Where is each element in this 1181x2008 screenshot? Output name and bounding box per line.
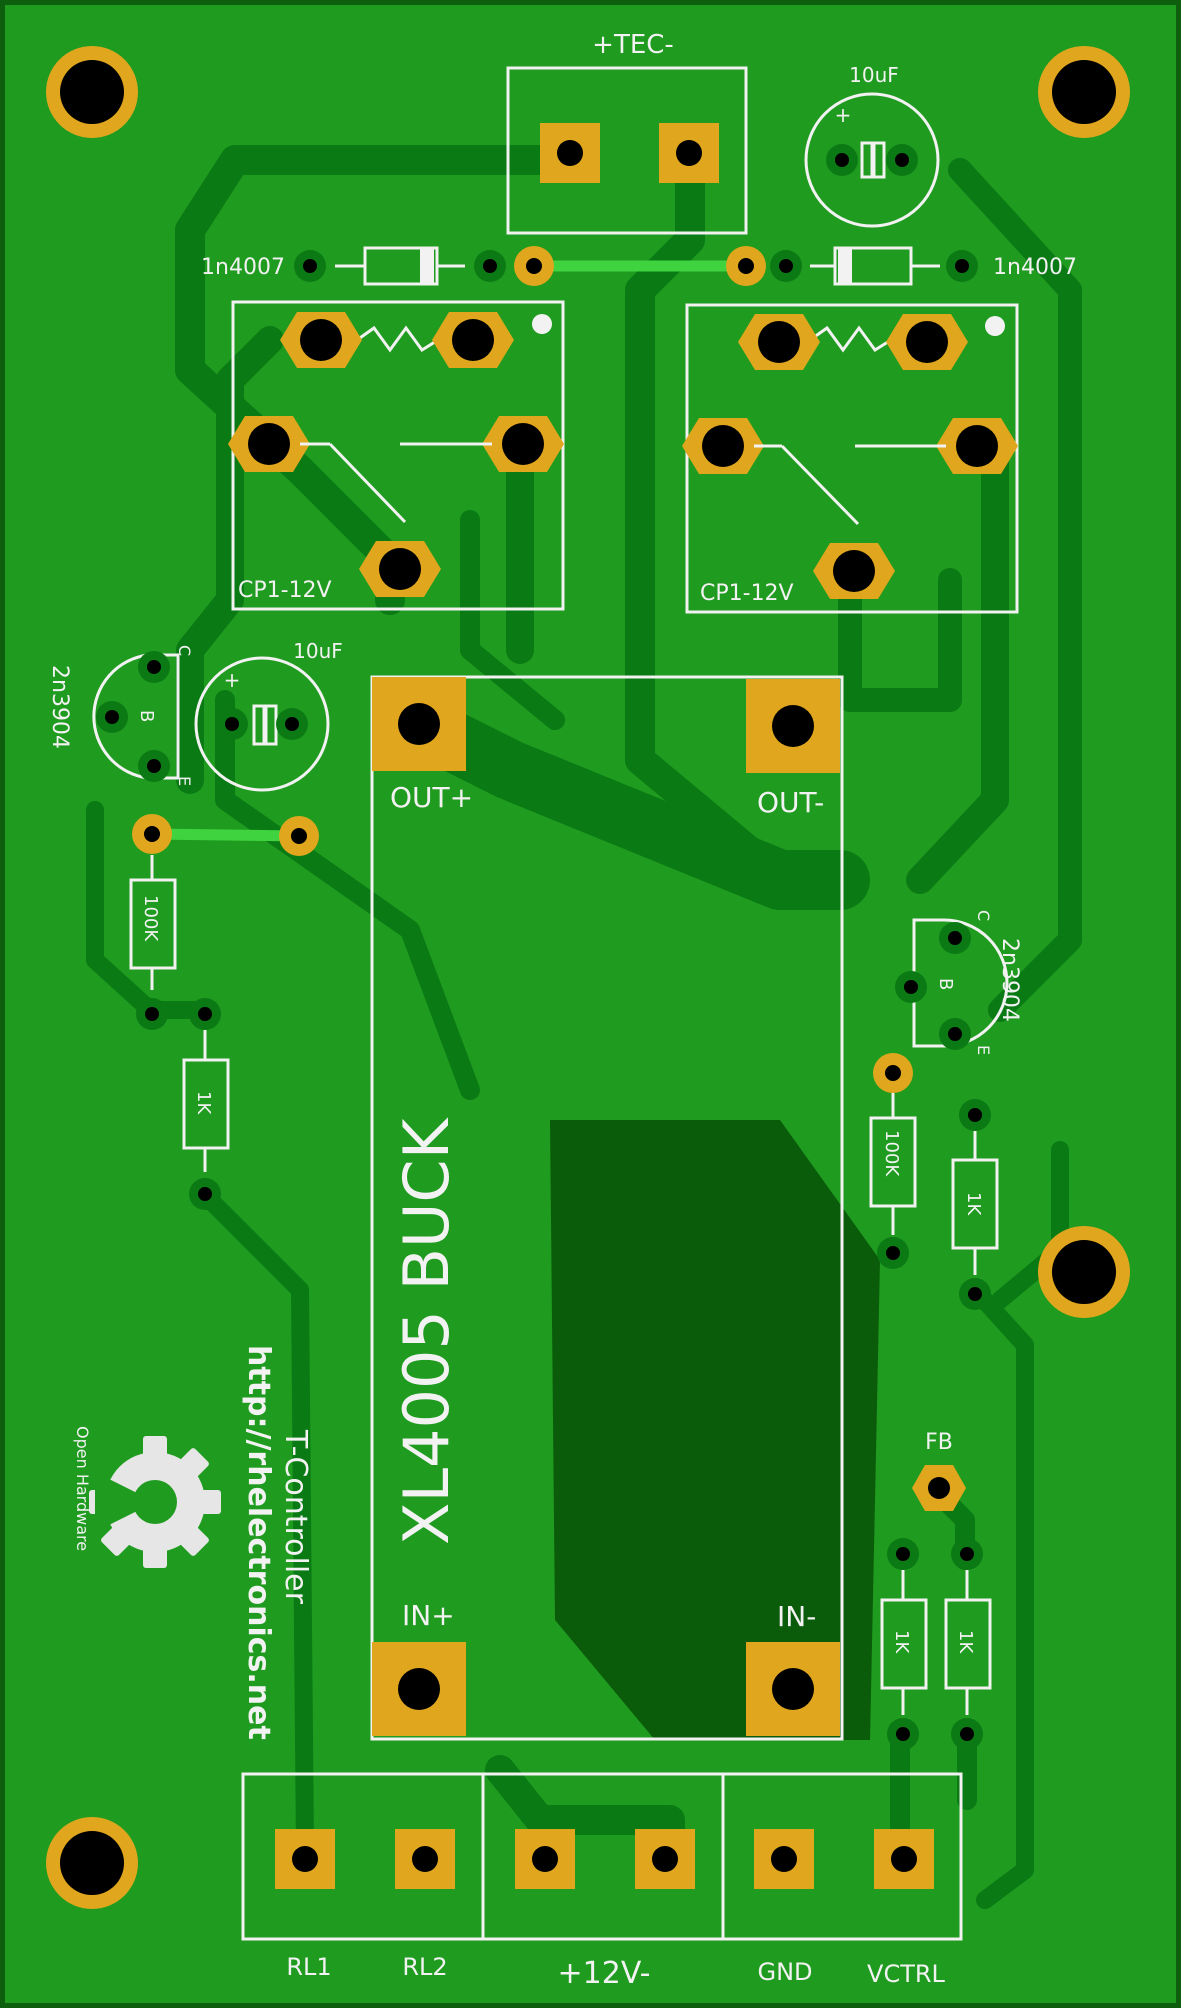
t-right-pin-c: C [974,910,993,921]
t-left-pin-e: E [175,776,194,786]
jumper-left [132,814,319,856]
relay-left: CP1-12V [228,300,565,611]
buck-module: OUT+ OUT- IN+ IN- XL4005 BUCK [370,675,844,1741]
gnd-label: GND [757,1958,812,1986]
in-plus-label: IN+ [402,1599,455,1632]
diode-right-label: 1n4007 [993,255,1077,280]
resistor-1k-left: 1K [182,1030,230,1210]
vctrl-label: VCTRL [867,1960,946,1988]
t-left-pin-c: C [175,645,194,656]
r1k-right-label: 1K [963,1192,984,1216]
r1k-fb-b-label: 1K [955,1630,976,1654]
board-url: http://rhelectronics.net [241,1345,276,1740]
module-label: XL4005 BUCK [390,1117,463,1545]
fb-label: FB [925,1430,953,1455]
t-left-label: 2n3904 [47,665,72,749]
feedback-section: FB 1K 1K [880,1430,992,1750]
board-title: T-Controller [278,1429,313,1605]
mounting-holes [46,46,1130,1909]
rl1-label: RL1 [286,1953,331,1981]
t-right-pin-e: E [974,1045,993,1055]
capacitor-left: 10uF + [194,639,343,792]
capacitor-top: 10uF + [804,63,940,228]
in-minus-label: IN- [777,1600,816,1633]
cap-left-label: 10uF [293,639,343,663]
diode-left: 1n4007 [201,246,506,286]
transistor-right: C B E 2n3904 [895,910,1022,1055]
r100k-right-label: 100K [881,1130,902,1177]
out-minus-label: OUT- [757,786,824,819]
resistor-100k-left: 100K [129,855,221,1030]
r100k-left-label: 100K [140,895,161,942]
tec-label: +TEC- [592,30,674,60]
relay-right: CP1-12V [682,303,1019,614]
cap-left-plus: + [224,668,241,692]
diode-left-label: 1n4007 [201,255,285,280]
open-hardware-logo [89,1436,221,1568]
traces [86,145,1082,1909]
tec-connector: +TEC- [506,30,748,235]
v12-label: +12V- [558,1956,651,1991]
out-plus-label: OUT+ [390,781,473,814]
t-right-label: 2n3904 [997,938,1022,1022]
t-right-pin-b: B [935,978,956,990]
relay-right-label: CP1-12V [700,581,794,606]
diode-right: 1n4007 [770,246,1077,286]
logo-caption: Open Hardware [73,1426,92,1551]
cap-top-plus: + [835,103,852,127]
cap-top-label: 10uF [849,63,899,87]
r1k-fb-a-label: 1K [891,1630,912,1654]
t-left-pin-b: B [136,710,157,722]
copper-pour [550,1120,880,1740]
resistor-100k-right: 100K [869,1053,917,1269]
jumper-top [514,246,766,286]
rl2-label: RL2 [402,1953,447,1981]
relay-left-label: CP1-12V [238,578,332,603]
terminal-blocks: RL1 RL2 +12V- GND VCTRL [241,1772,963,1991]
transistor-left: C B E 2n3904 [47,645,194,786]
resistor-1k-right: 1K [951,1099,999,1310]
r1k-left-label: 1K [193,1091,214,1115]
